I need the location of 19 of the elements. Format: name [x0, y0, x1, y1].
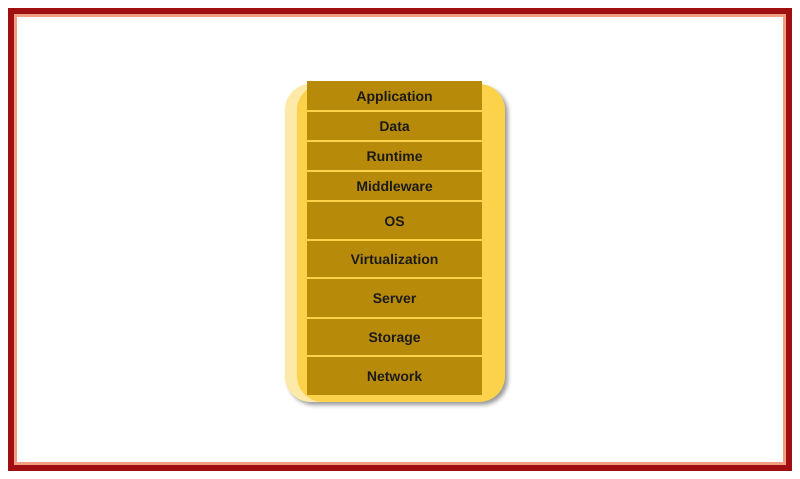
layer-label: Network: [366, 368, 422, 384]
layer-box: [307, 357, 482, 395]
layer-box: [307, 81, 482, 110]
layer-label: Server: [372, 290, 416, 306]
layer-label: Data: [379, 118, 410, 134]
layer-label: OS: [384, 212, 405, 228]
layer-label: Middleware: [356, 178, 433, 194]
stack-container: [285, 84, 505, 402]
layer-label: Application: [356, 88, 433, 104]
layer-box: [307, 112, 482, 140]
layer-box: [307, 319, 482, 355]
layer-box: [307, 241, 482, 277]
layer-label: Virtualization: [350, 251, 438, 267]
layer-box: [307, 172, 482, 200]
layer-label: Storage: [368, 329, 421, 345]
layer-label: Runtime: [366, 148, 422, 164]
layer-box: [307, 142, 482, 170]
layer-box: [307, 202, 482, 239]
layer-box: [307, 279, 482, 317]
